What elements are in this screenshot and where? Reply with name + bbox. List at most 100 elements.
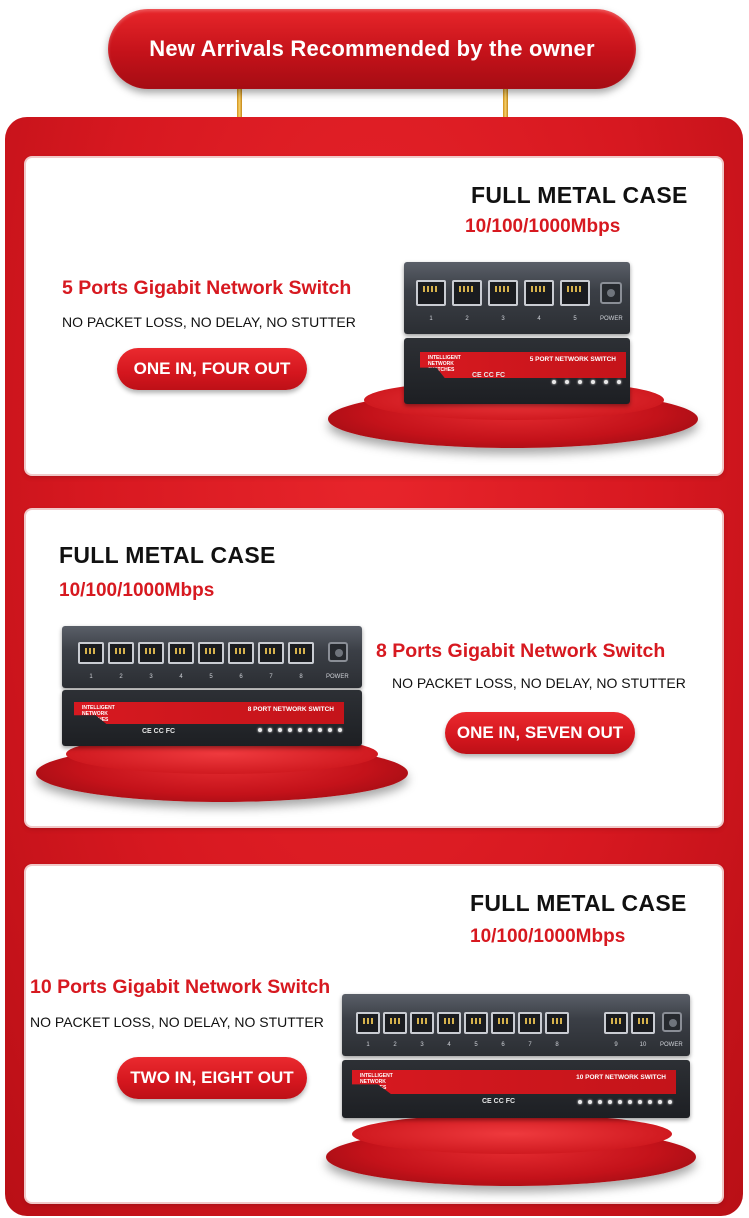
ethernet-port-icon [108, 642, 134, 664]
tagline: NO PACKET LOSS, NO DELAY, NO STUTTER [62, 314, 356, 330]
ethernet-port-icon [356, 1012, 380, 1034]
front-label: INTELLIGENT NETWORK SWITCHES [82, 705, 115, 723]
ethernet-port-icon [228, 642, 254, 664]
port-number: 2 [465, 316, 469, 322]
device-label: 5 PORT NETWORK SWITCH [529, 356, 616, 363]
ethernet-port-icon [488, 280, 518, 306]
switch-bottom-unit: INTELLIGENT NETWORK SWITCHES 5 PORT NETW… [404, 338, 630, 404]
led-icon [328, 728, 332, 732]
ethernet-port-icon [631, 1012, 655, 1034]
led-icon [588, 1100, 592, 1104]
uplink-port-numbers: 9 10 [604, 1042, 655, 1048]
port-number: 5 [573, 316, 577, 322]
led-icon [578, 1100, 582, 1104]
port-config-pill: ONE IN, SEVEN OUT [445, 712, 635, 754]
led-icon [617, 380, 621, 384]
led-icon [668, 1100, 672, 1104]
product-card-10-port: FULL METAL CASE 10/100/1000Mbps 10 Ports… [26, 866, 722, 1202]
ethernet-port-icon [437, 1012, 461, 1034]
led-icon [298, 728, 302, 732]
ethernet-port-icon [416, 280, 446, 306]
led-icon [598, 1100, 602, 1104]
pedestal-top [352, 1114, 672, 1154]
port-number: 1 [89, 674, 93, 680]
port-number: 2 [393, 1042, 397, 1048]
port-number: 4 [447, 1042, 451, 1048]
cert-marks: CE CC FC [142, 728, 176, 735]
power-label: POWER [600, 316, 623, 322]
status-leds [258, 728, 342, 732]
port-number: 5 [209, 674, 213, 680]
banner-rope-right [503, 86, 508, 126]
product-card-5-port: FULL METAL CASE 10/100/1000Mbps 5 Ports … [26, 158, 722, 474]
ethernet-port-icon [560, 280, 590, 306]
product-card-8-port: FULL METAL CASE 10/100/1000Mbps 8 Ports … [26, 510, 722, 826]
power-label: POWER [660, 1042, 683, 1048]
ethernet-port-icon [198, 642, 224, 664]
cert-marks: CE CC FC [472, 372, 506, 379]
speed-label: 10/100/1000Mbps [465, 216, 621, 237]
led-icon [565, 380, 569, 384]
switch-top-unit: 1 2 3 4 5 6 7 8 9 10 POWER [342, 994, 690, 1056]
led-icon [591, 380, 595, 384]
ports-title: 5 Ports Gigabit Network Switch [62, 277, 352, 299]
ports-title: 8 Ports Gigabit Network Switch [376, 640, 666, 662]
switch-image-5-port: 1 2 3 4 5 POWER INTELLIGENT NETWORK SWIT… [328, 262, 706, 452]
ethernet-port-icon [383, 1012, 407, 1034]
ethernet-port-icon [545, 1012, 569, 1034]
port-number: 4 [179, 674, 183, 680]
led-icon [604, 380, 608, 384]
led-icon [648, 1100, 652, 1104]
led-icon [578, 380, 582, 384]
ethernet-port-icon [168, 642, 194, 664]
red-label-strip: INTELLIGENT NETWORK SWITCHES 8 PORT NETW… [74, 702, 344, 724]
led-icon [308, 728, 312, 732]
port-number: 5 [474, 1042, 478, 1048]
port-config-pill: ONE IN, FOUR OUT [117, 348, 307, 390]
ethernet-port-icon [604, 1012, 628, 1034]
switch-top-unit: 1 2 3 4 5 POWER [404, 262, 630, 334]
led-icon [338, 728, 342, 732]
case-title: FULL METAL CASE [471, 182, 688, 208]
led-icon [278, 728, 282, 732]
led-icon [608, 1100, 612, 1104]
port-number: 1 [366, 1042, 370, 1048]
led-icon [288, 728, 292, 732]
port-number: 7 [269, 674, 273, 680]
ethernet-port-icon [288, 642, 314, 664]
port-number: 3 [420, 1042, 424, 1048]
port-config-pill: TWO IN, EIGHT OUT [117, 1057, 307, 1099]
banner-rope-left [237, 86, 242, 126]
led-icon [268, 728, 272, 732]
ethernet-port-icon [491, 1012, 515, 1034]
device-label: 8 PORT NETWORK SWITCH [247, 706, 334, 713]
port-number: 6 [501, 1042, 505, 1048]
led-icon [658, 1100, 662, 1104]
port-number: 10 [639, 1042, 647, 1048]
switch-image-10-port: 1 2 3 4 5 6 7 8 9 10 POWER INTELL [326, 994, 706, 1194]
ethernet-port-icon [258, 642, 284, 664]
status-leds [578, 1100, 672, 1104]
led-icon [258, 728, 262, 732]
case-title: FULL METAL CASE [59, 542, 276, 568]
status-leds [552, 380, 621, 384]
port-numbers: 1 2 3 4 5 6 7 8 [78, 674, 314, 680]
switch-top-unit: 1 2 3 4 5 6 7 8 POWER [62, 626, 362, 688]
header-banner: New Arrivals Recommended by the owner [108, 9, 636, 89]
speed-label: 10/100/1000Mbps [59, 580, 215, 601]
ethernet-port-icon [452, 280, 482, 306]
tagline: NO PACKET LOSS, NO DELAY, NO STUTTER [392, 675, 686, 691]
ethernet-port-icon [410, 1012, 434, 1034]
led-icon [638, 1100, 642, 1104]
speed-label: 10/100/1000Mbps [470, 926, 626, 947]
port-number: 6 [239, 674, 243, 680]
switch-bottom-unit: INTELLIGENT NETWORK SWITCHES 10 PORT NET… [342, 1060, 690, 1118]
port-number: 7 [528, 1042, 532, 1048]
switch-bottom-unit: INTELLIGENT NETWORK SWITCHES 8 PORT NETW… [62, 690, 362, 746]
port-number: 2 [119, 674, 123, 680]
led-icon [552, 380, 556, 384]
switch-image-8-port: 1 2 3 4 5 6 7 8 POWER INTELLIGENT NETWOR… [36, 626, 416, 816]
port-number: 1 [429, 316, 433, 322]
port-numbers: 1 2 3 4 5 [416, 316, 590, 322]
banner-title: New Arrivals Recommended by the owner [149, 36, 595, 61]
